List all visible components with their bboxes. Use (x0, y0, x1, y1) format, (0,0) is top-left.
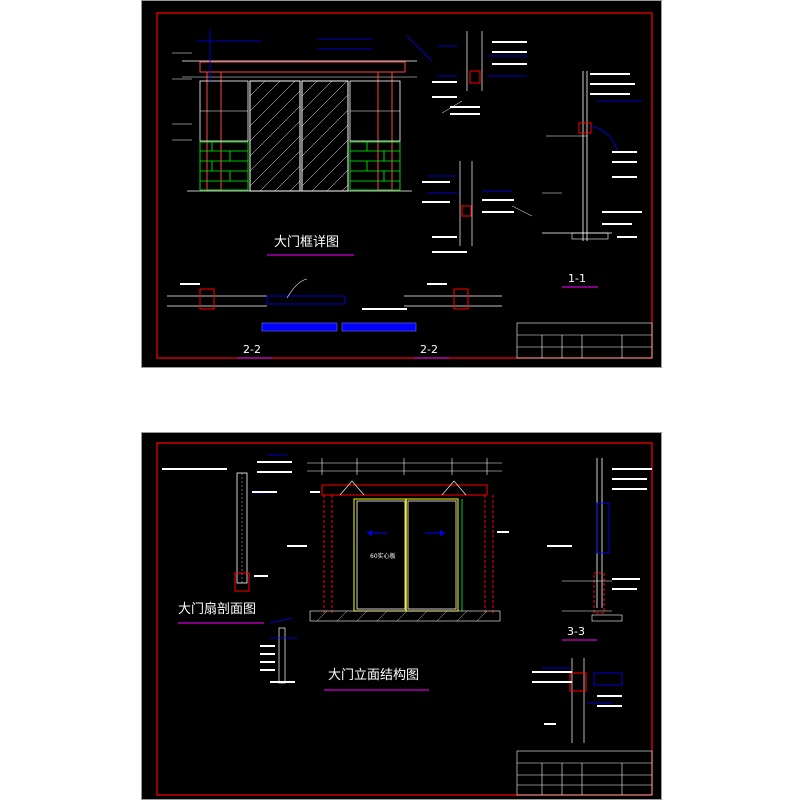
section-2-2-left-label: 2-2 (243, 343, 261, 356)
top-title-block (516, 322, 653, 359)
gate-frame-detail: 大门框详图 (172, 29, 433, 256)
drawing-sheet-bottom: 大门扇剖面图 (141, 432, 662, 800)
gate-leaf-joint-detail (422, 161, 533, 253)
bottom-sheet-canvas: 大门扇剖面图 (156, 442, 653, 796)
top-drawing-frame (156, 12, 653, 359)
gate-leaf-section: 大门扇剖面图 (162, 454, 292, 624)
bottom-title-block (516, 750, 653, 796)
ground-track-detail (260, 627, 297, 684)
hinge-joint-detail (532, 658, 623, 743)
top-sheet-canvas: 大门框详图 (156, 12, 653, 359)
frame-joint-detail (432, 31, 527, 115)
section-1-1-label: 1-1 (568, 272, 586, 285)
gate-elevation: 60实心板 大门立面结构图 (269, 458, 509, 691)
gate-frame-title: 大门框详图 (274, 235, 339, 250)
section-3-3-drawing: 3-3 (547, 458, 652, 641)
gate-elevation-title: 大门立面结构图 (328, 668, 419, 683)
gate-leaf-section-title: 大门扇剖面图 (178, 601, 256, 617)
section-3-3-label: 3-3 (567, 625, 585, 638)
drawing-sheet-top: 大门框详图 (141, 0, 662, 368)
bottom-drawing-frame (156, 442, 653, 796)
section-1-1-drawing: 1-1 (542, 71, 642, 288)
elevation-panel-note: 60实心板 (370, 552, 396, 560)
section-2-2-right-label: 2-2 (420, 343, 438, 356)
section-2-2-drawing: 2-2 2-2 (167, 278, 502, 359)
